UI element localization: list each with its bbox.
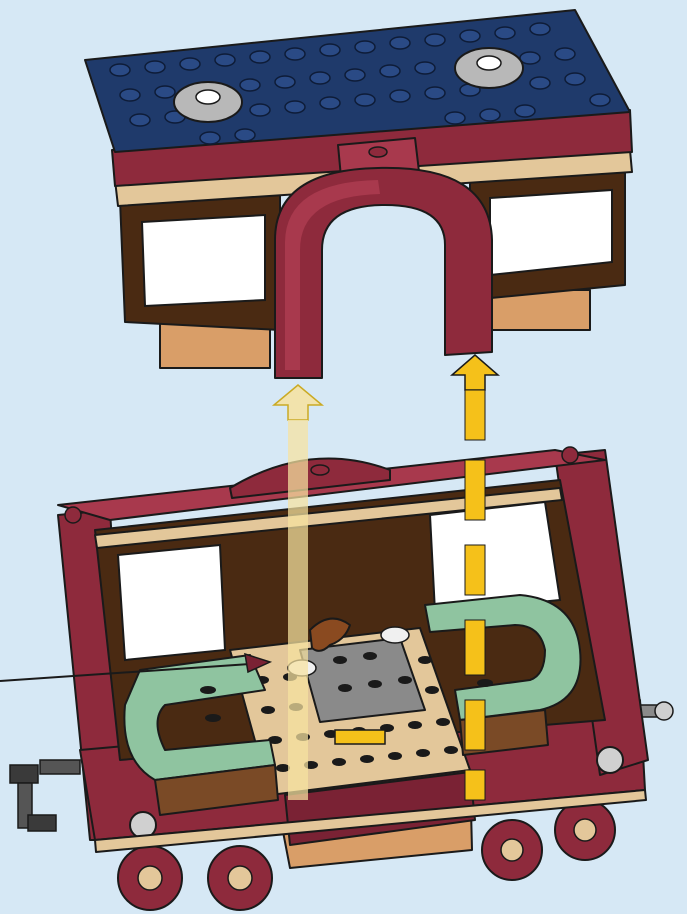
carriage-body — [10, 447, 673, 910]
roof-assembly — [85, 10, 632, 378]
up-arrow-icon — [452, 355, 498, 390]
back-window-left — [118, 545, 225, 660]
coupling-left — [10, 760, 80, 831]
up-arrow-icon — [274, 385, 322, 420]
wheel-back-left — [482, 820, 542, 880]
roof-round-tile-right — [455, 48, 523, 88]
front-corner-stud-right — [597, 747, 623, 773]
teacup-right — [381, 627, 409, 643]
wheel-back-right — [555, 800, 615, 860]
back-window-right — [430, 502, 560, 612]
coupling-right — [640, 702, 673, 720]
wheel-front-middle — [208, 846, 272, 910]
roof-round-tile-left — [174, 82, 242, 122]
roof-right-window-opening — [490, 190, 612, 275]
wheel-front-left — [118, 846, 182, 910]
roof-left-window-opening — [142, 215, 265, 306]
